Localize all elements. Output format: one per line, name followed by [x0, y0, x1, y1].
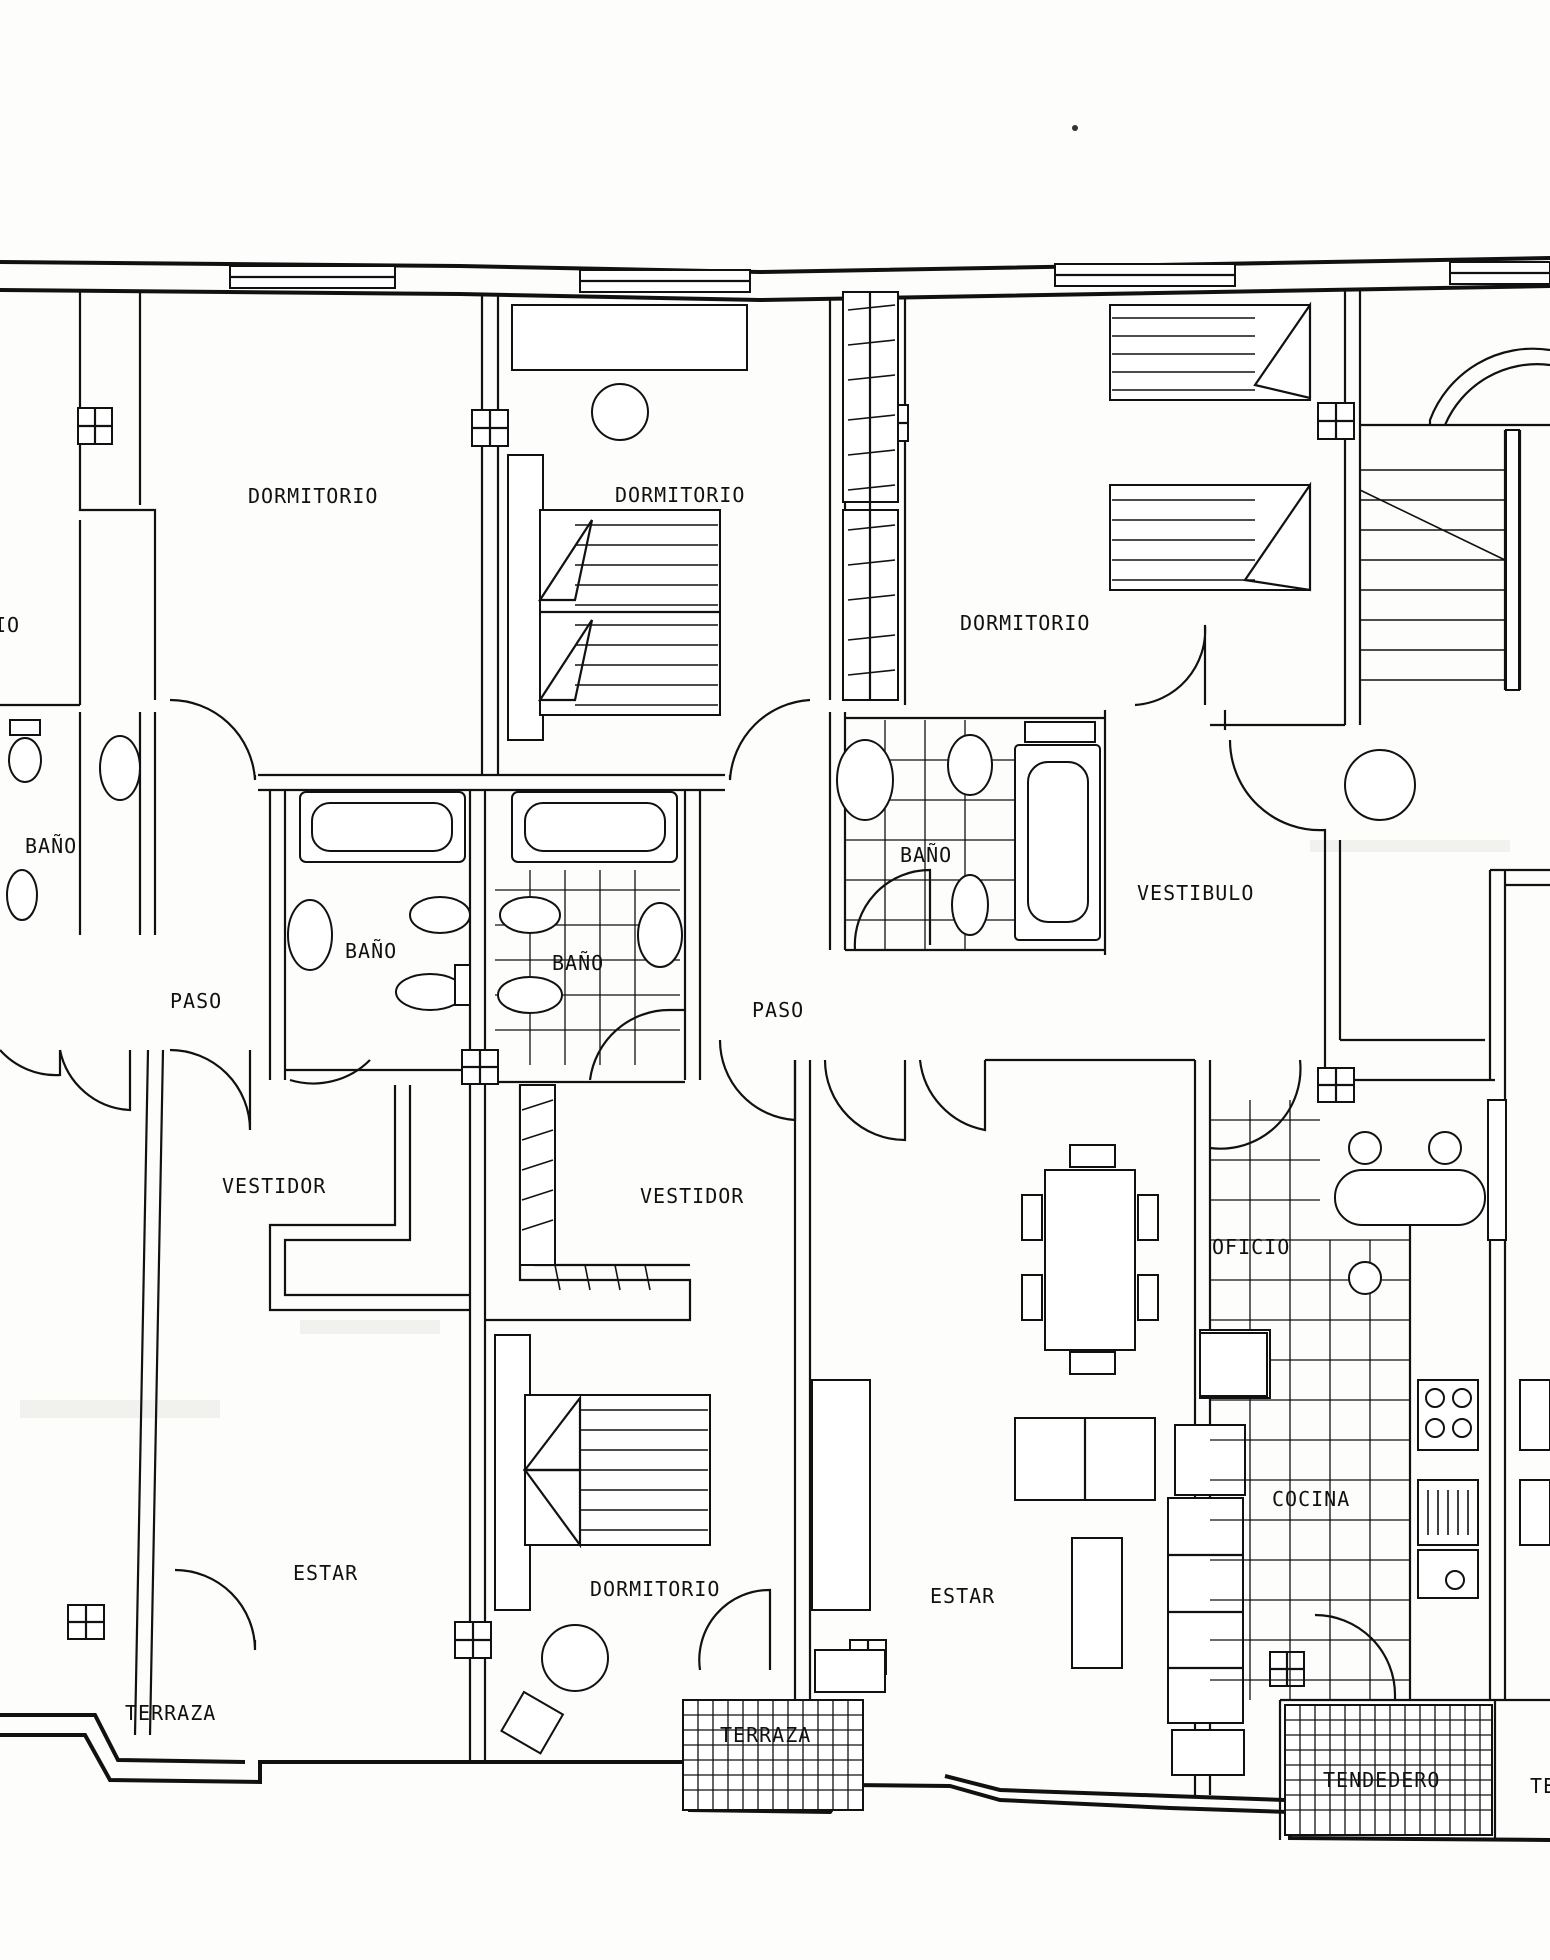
- staircase: [1359, 347, 1550, 691]
- bath-3-fixtures: [495, 791, 683, 1065]
- column-1: [77, 407, 113, 445]
- label-dormitorio-2: DORMITORIO: [615, 483, 745, 507]
- terraza-2-tiles: [682, 1699, 864, 1811]
- bath-2-fixtures: [287, 791, 471, 1011]
- label-vestidor-2: VESTIDOR: [640, 1184, 744, 1208]
- sofas: [811, 1379, 1246, 1776]
- paper-speck: [1072, 125, 1078, 131]
- label-estar-1: ESTAR: [293, 1561, 358, 1585]
- estar2-shelf: [814, 1649, 886, 1693]
- label-dormitorio-1: DORMITORIO: [248, 484, 378, 508]
- bath-4-fixtures: [836, 720, 1101, 950]
- beds-dorm3: [1109, 301, 1312, 592]
- bed-dorm4: [494, 1334, 711, 1755]
- label-bano-2: BAÑO: [345, 939, 397, 963]
- column-5: [461, 1049, 499, 1085]
- column-10: [1269, 1651, 1305, 1687]
- wardrobe-vestidor: [519, 1084, 651, 1291]
- label-tendedero: TENDEDERO: [1323, 1768, 1440, 1792]
- label-paso-2: PASO: [752, 998, 804, 1022]
- window-top-1: [229, 265, 396, 289]
- exterior-walls: [0, 256, 1550, 1842]
- window-top-4: [1449, 261, 1550, 285]
- column-7: [67, 1604, 105, 1640]
- column-4: [1317, 402, 1355, 440]
- label-terraza-2: TERRAZA: [720, 1723, 811, 1747]
- label-cocina: COCINA: [1272, 1487, 1350, 1511]
- label-dormitorio-cut: IO: [0, 613, 20, 637]
- interior-walls: [78, 290, 1550, 1840]
- label-tendedero-cut: TE: [1530, 1774, 1550, 1798]
- label-bano-3: BAÑO: [552, 951, 604, 975]
- label-paso-1: PASO: [170, 989, 222, 1013]
- wardrobe-dorm3: [842, 291, 899, 701]
- tendedero-tiles: [1284, 1704, 1493, 1836]
- paper-showthrough: [20, 840, 1510, 1418]
- window-top-2: [579, 269, 751, 293]
- room-labels: DORMITORIO DORMITORIO DORMITORIO DORMITO…: [0, 483, 1550, 1798]
- doors: [0, 624, 1397, 1700]
- kitchen-oficio: [1199, 1099, 1550, 1700]
- column-8: [454, 1621, 492, 1659]
- column-2: [471, 409, 509, 447]
- window-top-3: [1054, 263, 1236, 287]
- label-oficio: OFICIO: [1212, 1235, 1290, 1259]
- vestibulo-round-table: [1344, 749, 1416, 821]
- label-vestidor-1: VESTIDOR: [222, 1174, 326, 1198]
- label-terraza-1: TERRAZA: [125, 1701, 216, 1725]
- column-6: [1317, 1067, 1355, 1103]
- bed-dorm2: [507, 304, 748, 741]
- label-vestibulo: VESTIBULO: [1137, 881, 1254, 905]
- label-bano-1: BAÑO: [25, 834, 77, 858]
- label-estar-2: ESTAR: [930, 1584, 995, 1608]
- label-dormitorio-4: DORMITORIO: [590, 1577, 720, 1601]
- dining-table: [1021, 1144, 1159, 1375]
- label-dormitorio-3: DORMITORIO: [960, 611, 1090, 635]
- label-bano-4: BAÑO: [900, 843, 952, 867]
- bath-left-fixtures: [0, 703, 141, 935]
